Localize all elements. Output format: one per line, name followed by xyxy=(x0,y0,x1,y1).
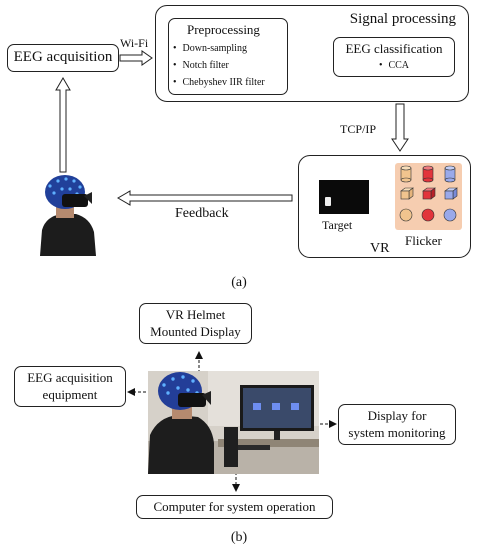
cube-stimulus-red xyxy=(422,187,436,200)
signal-processing-title: Signal processing xyxy=(349,11,456,27)
sphere-stimulus-peach xyxy=(399,208,413,222)
computer-operation-label: Computer for system operation xyxy=(153,499,316,514)
preprocessing-item: Notch filter xyxy=(173,60,229,71)
flicker-stimuli xyxy=(399,165,458,222)
sphere-stimulus-blue xyxy=(443,208,457,222)
flicker-panel xyxy=(395,163,462,230)
preprocessing-title: Preprocessing xyxy=(187,22,260,37)
flicker-label: Flicker xyxy=(405,233,442,248)
up-arrow xyxy=(55,77,71,173)
caption-b: (b) xyxy=(230,530,248,545)
caption-a: (a) xyxy=(231,275,247,290)
vr-helmet-box: VR Helmet Mounted Display xyxy=(139,303,252,344)
lab-setup-photo xyxy=(148,371,319,474)
cylinder-stimulus-red xyxy=(422,165,434,183)
eeg-equipment-line: EEG acquisition xyxy=(27,370,113,385)
classification-title: EEG classification xyxy=(345,41,443,56)
eeg-acquisition-label: EEG acquisition xyxy=(13,49,113,65)
preprocessing-box: Preprocessing Down-sampling Notch filter… xyxy=(168,18,288,95)
feedback-label: Feedback xyxy=(175,206,229,221)
display-monitoring-line: Display for xyxy=(367,408,427,423)
preprocessing-item: Chebyshev IIR filter xyxy=(173,77,265,88)
classification-item: CCA xyxy=(334,60,454,71)
display-monitoring-line: system monitoring xyxy=(348,425,446,440)
cube-stimulus-blue xyxy=(444,187,458,200)
preprocessing-item: Down-sampling xyxy=(173,43,247,54)
user-with-eeg-cap-photo xyxy=(32,170,102,256)
target-screen xyxy=(319,180,369,214)
vr-helmet-line: Mounted Display xyxy=(150,324,241,339)
wifi-label: Wi-Fi xyxy=(120,36,149,50)
display-monitoring-box: Display for system monitoring xyxy=(338,404,456,445)
cube-stimulus-peach xyxy=(400,187,414,200)
wifi-arrow xyxy=(119,50,153,66)
eeg-acquisition-box: EEG acquisition xyxy=(7,44,119,72)
sphere-stimulus-red xyxy=(421,208,435,222)
target-label: Target xyxy=(322,218,353,232)
feedback-arrow xyxy=(117,190,293,206)
tcpip-arrow xyxy=(391,103,409,152)
tcpip-label: TCP/IP xyxy=(340,122,377,136)
classification-box: EEG classification CCA xyxy=(333,37,455,77)
eeg-equipment-line: equipment xyxy=(42,387,98,402)
computer-operation-box: Computer for system operation xyxy=(136,495,333,519)
cylinder-stimulus-blue xyxy=(444,165,456,183)
eeg-equipment-box: EEG acquisition equipment xyxy=(14,366,126,407)
cylinder-stimulus-peach xyxy=(400,165,412,183)
vr-helmet-line: VR Helmet xyxy=(165,307,226,322)
vr-label: VR xyxy=(370,241,390,256)
target-marker xyxy=(325,197,331,206)
